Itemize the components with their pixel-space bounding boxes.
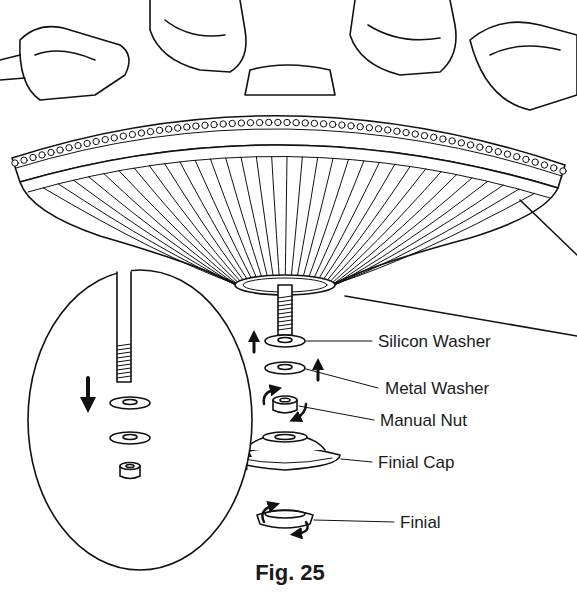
finial [257,510,313,528]
part-label: Finial Cap [378,454,455,473]
switch-housing [12,116,566,295]
threaded-rod [278,285,292,335]
manual-nut [273,396,297,413]
metal-washer [265,362,305,374]
part-label: Finial [400,514,441,533]
figure-caption: Fig. 25 [255,560,325,586]
silicon-washer [265,335,305,347]
direction-arrows [246,336,318,469]
leader-lines [299,341,394,522]
part-label: Metal Washer [385,380,489,399]
part-label: Manual Nut [380,412,467,431]
blade-edge [520,200,577,255]
motor-brackets [0,0,577,110]
rotation-arrows [262,389,307,534]
blade-edge [345,296,577,336]
part-label: Silicon Washer [378,333,491,352]
detail-inset [28,270,252,570]
